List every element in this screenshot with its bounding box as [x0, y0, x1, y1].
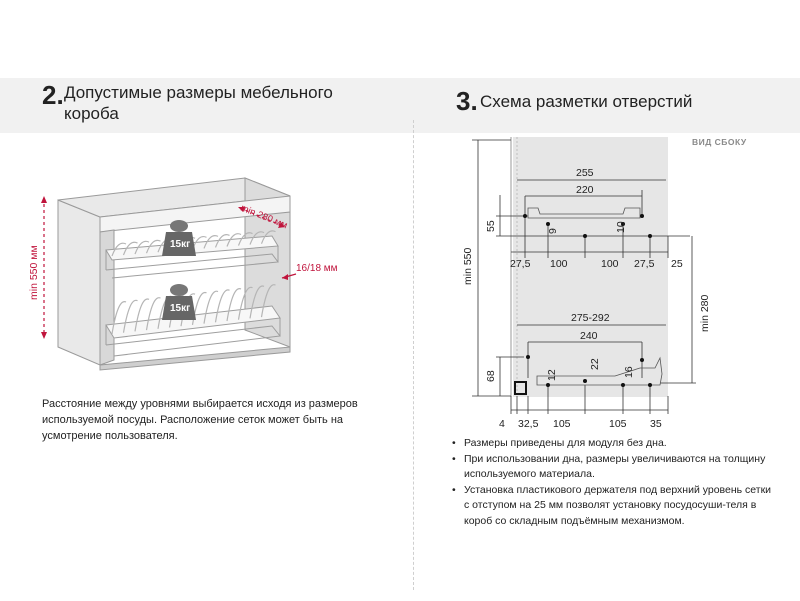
holder-square [514, 381, 527, 395]
thickness-label: 16/18 мм [296, 263, 338, 274]
note-item: Размеры приведены для модуля без дна. [452, 436, 772, 452]
height-label: min 550 мм [28, 245, 40, 300]
height-dimension [41, 196, 47, 339]
dimension-lines [472, 139, 696, 414]
dim-27-5-left: 27,5 [510, 258, 531, 270]
dim-12: 12 [546, 369, 558, 381]
dim-9: 9 [547, 228, 559, 234]
plate-wire [260, 284, 276, 318]
plate-wire [134, 298, 150, 332]
header-band [0, 78, 800, 133]
dim-240: 240 [580, 330, 598, 342]
weight-icon-top: 15кг [162, 220, 196, 256]
dim-4: 4 [499, 418, 505, 430]
dim-35: 35 [650, 418, 662, 430]
dim-68: 68 [485, 370, 497, 382]
dim-min-280: min 280 [699, 294, 711, 332]
plate-wire [145, 297, 161, 331]
view-label: ВИД СБОКУ [692, 137, 747, 147]
section-2-title-line2: короба [64, 104, 119, 123]
dim-100-right: 100 [601, 258, 619, 270]
plate-wire [237, 286, 253, 320]
dim-25: 25 [671, 258, 683, 270]
depth-dimension [238, 207, 285, 228]
dim-min-550: min 550 [462, 247, 474, 285]
dim-22: 22 [589, 358, 601, 370]
plate-wire [249, 285, 265, 319]
notes-list: Размеры приведены для модуля без дна. Пр… [452, 436, 772, 529]
plate-wire [122, 241, 138, 256]
dim-55: 55 [485, 220, 497, 232]
plate-wire [134, 240, 150, 255]
plate-wire [237, 232, 253, 246]
dim-16: 16 [623, 366, 635, 378]
plate-wire [226, 233, 242, 247]
plate-wire [203, 290, 219, 324]
dim-27-5-right: 27,5 [634, 258, 655, 270]
note-item: При использовании дна, размеры увеличива… [452, 452, 772, 483]
hardware-outlines [527, 207, 663, 386]
left-paragraph: Расстояние между уровнями выбирается исх… [42, 398, 358, 442]
column-divider [413, 120, 414, 590]
thickness-dimension [281, 273, 297, 280]
section-2-number: 2. [42, 80, 64, 110]
plate-wire [203, 235, 219, 249]
plate-wire [122, 299, 138, 333]
section-3-number: 3. [456, 86, 478, 116]
plate-wire [226, 288, 242, 322]
holes [523, 214, 652, 387]
dim-10: 10 [615, 221, 627, 233]
dim-105-left: 105 [553, 418, 571, 430]
section-3-title: Схема разметки отверстий [480, 92, 693, 111]
dim-220: 220 [576, 184, 594, 196]
plate-wire [260, 230, 276, 244]
svg-text:15кг: 15кг [170, 239, 190, 250]
dim-32-5: 32,5 [518, 418, 539, 430]
plate-wire [249, 231, 265, 245]
dim-100-left: 100 [550, 258, 568, 270]
dim-275-292: 275-292 [571, 312, 610, 324]
plate-wire [214, 289, 230, 323]
plate-wire [111, 242, 127, 257]
svg-text:15кг: 15кг [170, 303, 190, 314]
dim-255: 255 [576, 167, 594, 179]
plate-wire [111, 301, 127, 335]
cabinet-box [57, 177, 291, 371]
dim-105-right: 105 [609, 418, 627, 430]
note-item: Установка пластикового держателя под вер… [452, 483, 772, 530]
section-2-title-line1: Допустимые размеры мебельного [64, 83, 333, 102]
plate-wire [214, 234, 230, 248]
plate-wire [145, 239, 161, 254]
weight-icon-bottom: 15кг [162, 284, 196, 320]
